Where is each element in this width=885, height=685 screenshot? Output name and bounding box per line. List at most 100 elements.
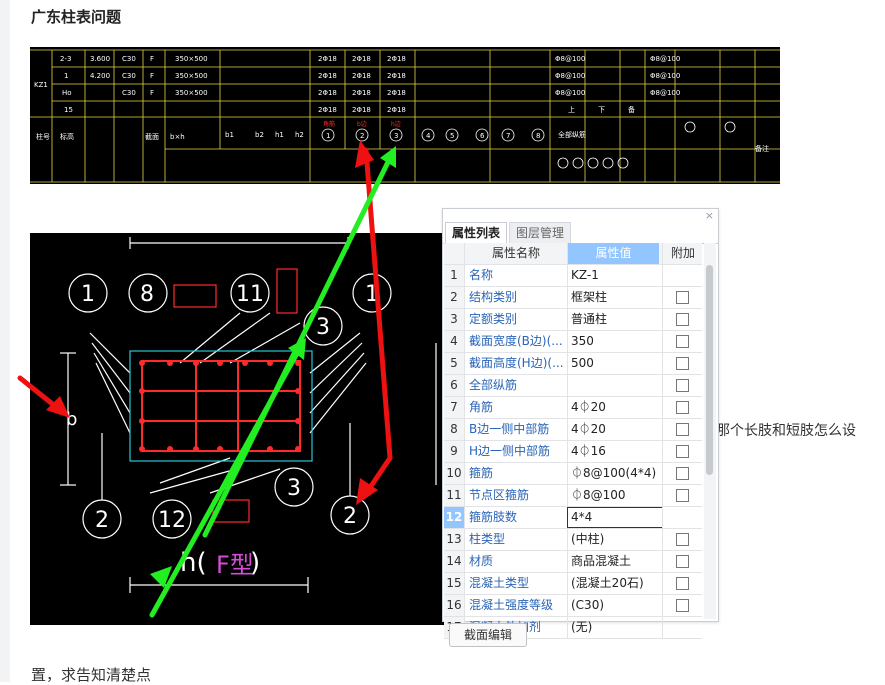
extra-checkbox[interactable]: [676, 335, 689, 348]
cad-table-cell: C30: [122, 89, 136, 97]
property-value[interactable]: KZ-1: [567, 265, 662, 286]
property-value[interactable]: 4⏀20: [567, 397, 662, 418]
extra-checkbox[interactable]: [676, 599, 689, 612]
row-number: 14: [444, 551, 465, 572]
panel-scrollbar[interactable]: [704, 243, 716, 619]
extra-checkbox[interactable]: [676, 445, 689, 458]
property-value[interactable]: 框架柱: [567, 287, 662, 308]
drawing-circle-label: 8: [140, 282, 154, 307]
drawing-circle-label: 3: [316, 315, 330, 340]
extra-checkbox[interactable]: [676, 533, 689, 546]
extra-cell: [662, 617, 703, 638]
property-row[interactable]: 16 混凝土强度等级 (C30): [444, 595, 702, 617]
property-value[interactable]: (C30): [567, 595, 662, 616]
property-name: 混凝土强度等级: [469, 598, 554, 612]
cad-table-cell: 2Φ18: [352, 106, 371, 114]
cad-table-cell: 上: [568, 105, 575, 114]
row-number: 12: [444, 507, 465, 528]
column-header-extra: 附加: [662, 243, 703, 264]
cad-table-header: 全部纵筋: [558, 130, 586, 139]
row-number: 16: [444, 595, 465, 616]
red-arrow-head-top: [355, 140, 374, 168]
property-value[interactable]: 4⏀16: [567, 441, 662, 462]
row-number: 3: [444, 309, 465, 330]
property-value[interactable]: (混凝土20石): [567, 573, 662, 594]
cad-table-cell: 2Φ18: [318, 89, 337, 97]
extra-cell: [662, 595, 703, 616]
cad-table-header: b×h: [170, 133, 185, 141]
extra-checkbox[interactable]: [676, 313, 689, 326]
cad-table-cell: 2Φ18: [387, 106, 406, 114]
property-value[interactable]: [567, 375, 662, 396]
cad-circle-label: 6: [480, 132, 485, 140]
extra-cell: [662, 265, 703, 286]
cad-circle-label: 7: [506, 132, 510, 140]
cad-circle-label: 5: [450, 132, 454, 140]
tab-property-list[interactable]: 属性列表: [445, 222, 508, 245]
property-value[interactable]: 350: [567, 331, 662, 352]
extra-cell: [662, 419, 703, 440]
extra-checkbox[interactable]: [676, 423, 689, 436]
row-number: 8: [444, 419, 465, 440]
property-row[interactable]: 3 定额类别 普通柱: [444, 309, 702, 331]
cad-table-header: b1: [225, 131, 234, 139]
extra-checkbox[interactable]: [676, 291, 689, 304]
extra-checkbox[interactable]: [676, 489, 689, 502]
extra-checkbox[interactable]: [676, 357, 689, 370]
extra-cell: [662, 441, 703, 462]
extra-cell: [662, 573, 703, 594]
property-row[interactable]: 12 箍筋肢数 4*4: [444, 507, 702, 529]
cad-table-header: h2: [295, 131, 304, 139]
extra-checkbox[interactable]: [676, 379, 689, 392]
extra-cell: [662, 507, 703, 528]
property-name: 角筋: [469, 400, 494, 414]
property-value[interactable]: ⏀8@100(4*4): [567, 463, 662, 484]
property-value[interactable]: 4⏀20: [567, 419, 662, 440]
property-value[interactable]: 商品混凝土: [567, 551, 662, 572]
extra-checkbox[interactable]: [676, 555, 689, 568]
extra-checkbox[interactable]: [676, 577, 689, 590]
extra-checkbox[interactable]: [676, 467, 689, 480]
grid-header-row: 属性名称 属性值 附加: [444, 243, 702, 265]
extra-cell: [662, 529, 703, 550]
extra-cell: [662, 551, 703, 572]
extra-checkbox[interactable]: [676, 401, 689, 414]
cad-table-header: h1: [275, 131, 284, 139]
cad-table-cell: 2Φ18: [387, 72, 406, 80]
close-icon[interactable]: ×: [704, 209, 714, 222]
property-value[interactable]: 普通柱: [567, 309, 662, 330]
cad-column-table-image: KZ1 2-3 3.600 C30 F 350×500 2Φ18 2Φ18 2Φ…: [30, 47, 780, 184]
green-arrow-head-top: [380, 146, 396, 168]
property-row[interactable]: 8 B边一侧中部筋 4⏀20: [444, 419, 702, 441]
property-value[interactable]: ⏀8@100: [567, 485, 662, 506]
property-value[interactable]: (中柱): [567, 529, 662, 550]
tab-layer-management[interactable]: 图层管理: [509, 222, 572, 245]
property-value[interactable]: 500: [567, 353, 662, 374]
property-value[interactable]: (无): [567, 617, 662, 638]
green-arrow-head-mid: [288, 338, 306, 360]
extra-cell: [662, 309, 703, 330]
cad-circle-label: 3: [394, 132, 398, 140]
property-name: B边一侧中部筋: [469, 422, 550, 436]
cad-table-red-label: b边: [357, 120, 367, 128]
property-value-input[interactable]: 4*4: [567, 507, 663, 528]
section-edit-button[interactable]: 截面编辑: [449, 623, 527, 647]
extra-cell: [662, 375, 703, 396]
extra-cell: [662, 485, 703, 506]
property-name: 箍筋肢数: [469, 510, 518, 524]
property-name: 定额类别: [469, 312, 518, 326]
scrollbar-thumb[interactable]: [706, 265, 713, 475]
